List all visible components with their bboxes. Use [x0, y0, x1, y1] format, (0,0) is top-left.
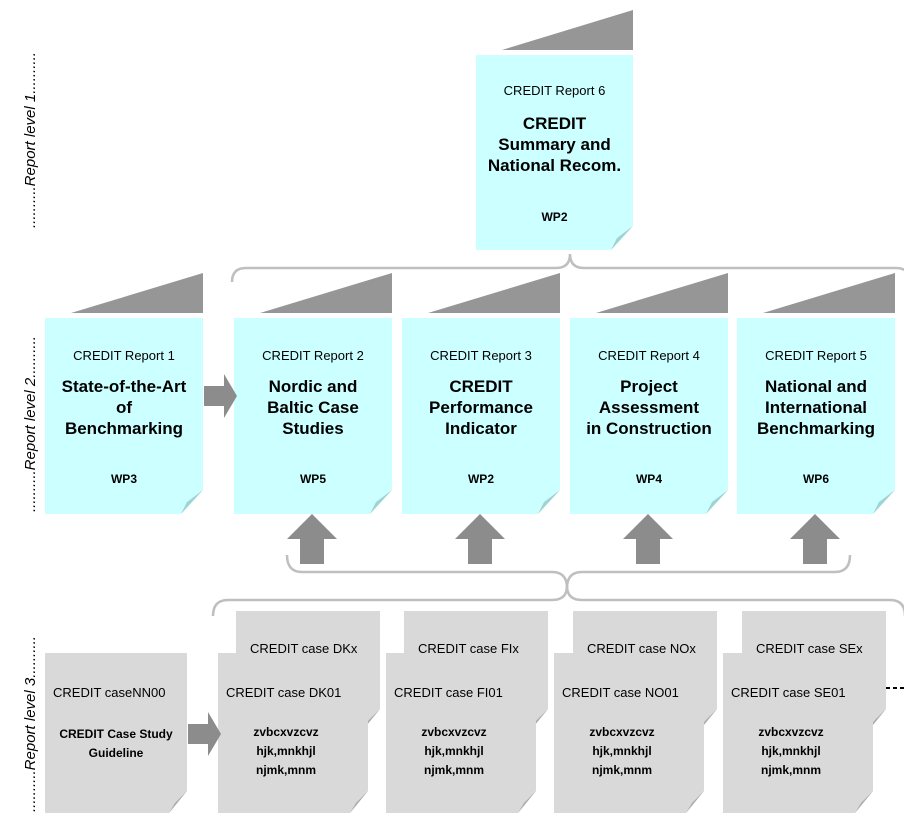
- report-6-main: CREDIT Summary and National Recom.: [487, 114, 622, 175]
- report-4-wp: WP4: [635, 472, 662, 486]
- case-back-label-1: CREDIT case DKx: [250, 641, 358, 656]
- report-2-shape-fold: [370, 490, 392, 514]
- report-4: CREDIT Report 4 Project Assessment in Co…: [570, 318, 728, 514]
- up-arrow-1: [287, 514, 337, 564]
- case-guideline-title: CREDIT caseNN00: [53, 685, 166, 700]
- case-guideline-fold: [169, 791, 187, 813]
- report-5-shape-page: [737, 318, 895, 514]
- report-1-title: CREDIT Report 1: [73, 348, 175, 363]
- case-front-title-1: CREDIT case DK01: [226, 685, 342, 700]
- case-back-label-3: CREDIT case NOx: [587, 641, 696, 656]
- report-1-main: State-of-the-Art of Benchmarking: [61, 377, 187, 438]
- report-6-shape-cover: [502, 10, 633, 50]
- report-level-3-label: ..........Report level 3..........: [22, 636, 39, 812]
- report-5-main: National and International Benchmarking: [756, 377, 876, 438]
- report-level-2-label: ..........Report level 2..........: [22, 336, 39, 512]
- case-front-2-fold: [518, 791, 536, 813]
- bracket-reports-bottom: [285, 554, 852, 589]
- case-front-1-fold: [350, 791, 368, 813]
- case-front-3-fold: [686, 791, 704, 813]
- report-3-title: CREDIT Report 3: [430, 348, 532, 363]
- case-front-1-page: [218, 653, 368, 813]
- report-3-wp: WP2: [467, 472, 494, 486]
- report-4-title: CREDIT Report 4: [598, 348, 700, 363]
- arrow-report1-to-report2: [204, 374, 237, 418]
- report-5-shape-cover: [763, 273, 895, 313]
- report-3-shape-fold: [538, 490, 560, 514]
- case-back-label-4: CREDIT case SEx: [756, 641, 863, 656]
- report-3-shape-page: [402, 318, 560, 514]
- case-front-body-2: zvbcxvzcvz hjk,mnkhjl njmk,mnm: [421, 725, 487, 777]
- report-2: CREDIT Report 2 Nordic and Baltic Case S…: [234, 318, 392, 514]
- report-2-main: Nordic and Baltic Case Studies: [267, 377, 359, 438]
- report-6-shape-page: [476, 55, 633, 250]
- case-front-3: CREDIT case NO01 zvbcxvzcvz hjk,mnkhjl n…: [554, 653, 704, 813]
- case-guideline-page: [45, 653, 187, 813]
- bracket-level2-top: [230, 253, 904, 283]
- report-4-main: Project Assessment in Construction: [586, 377, 712, 438]
- bracket-cases-top: [211, 585, 904, 617]
- case-front-title-2: CREDIT case FI01: [394, 685, 503, 700]
- report-6-title: CREDIT Report 6: [503, 83, 606, 98]
- report-1-wp: WP3: [110, 472, 137, 486]
- case-front-2-page: [386, 653, 536, 813]
- case-front-body-3: zvbcxvzcvz hjk,mnkhjl njmk,mnm: [589, 725, 655, 777]
- arrow-guideline-to-cases: [188, 712, 221, 756]
- up-arrow-3: [623, 514, 673, 564]
- report-3: CREDIT Report 3 CREDIT Performance Indic…: [402, 318, 560, 514]
- case-front-1: CREDIT case DK01 zvbcxvzcvz hjk,mnkhjl n…: [218, 653, 368, 813]
- up-arrow-4: [790, 514, 840, 564]
- case-front-title-3: CREDIT case NO01: [562, 685, 679, 700]
- report-1: CREDIT Report 1 State-of-the-Art of Benc…: [45, 318, 203, 514]
- case-guideline: CREDIT caseNN00 CREDIT Case Study Guidel…: [45, 653, 187, 813]
- up-arrow-2: [455, 514, 505, 564]
- case-guideline-main: CREDIT Case Study Guideline: [59, 727, 173, 760]
- report-1-shape-cover: [71, 273, 203, 313]
- report-4-shape-page: [570, 318, 728, 514]
- report-5-wp: WP6: [802, 472, 829, 486]
- report-4-shape-fold: [706, 490, 728, 514]
- case-front-4-fold: [855, 791, 873, 813]
- report-5-shape-fold: [873, 490, 895, 514]
- report-4-shape-cover: [596, 273, 728, 313]
- case-front-3-page: [554, 653, 704, 813]
- report-6-wp: WP2: [541, 210, 568, 224]
- report-1-shape-fold: [181, 490, 203, 514]
- report-2-wp: WP5: [299, 472, 326, 486]
- report-level-1-label: ..........Report level 1..........: [22, 52, 39, 228]
- case-front-4-page: [723, 653, 873, 813]
- case-back-label-2: CREDIT case FIx: [418, 641, 519, 656]
- report-5-title: CREDIT Report 5: [765, 348, 867, 363]
- report-2-shape-cover: [260, 273, 392, 313]
- report-6-shape-fold: [611, 226, 633, 250]
- case-front-body-1: zvbcxvzcvz hjk,mnkhjl njmk,mnm: [253, 725, 319, 777]
- case-front-4: CREDIT case SE01 zvbcxvzcvz hjk,mnkhjl n…: [723, 653, 873, 813]
- case-front-body-4: zvbcxvzcvz hjk,mnkhjl njmk,mnm: [758, 725, 824, 777]
- report-2-title: CREDIT Report 2: [262, 348, 364, 363]
- report-1-shape-page: [45, 318, 203, 514]
- case-front-2: CREDIT case FI01 zvbcxvzcvz hjk,mnkhjl n…: [386, 653, 536, 813]
- case-front-title-4: CREDIT case SE01: [731, 685, 846, 700]
- report-2-shape-page: [234, 318, 392, 514]
- report-3-shape-cover: [428, 273, 560, 313]
- report-6: CREDIT Report 6 CREDIT Summary and Natio…: [476, 75, 633, 250]
- report-5: CREDIT Report 5 National and Internation…: [737, 318, 895, 514]
- report-3-main: CREDIT Performance Indicator: [429, 377, 533, 438]
